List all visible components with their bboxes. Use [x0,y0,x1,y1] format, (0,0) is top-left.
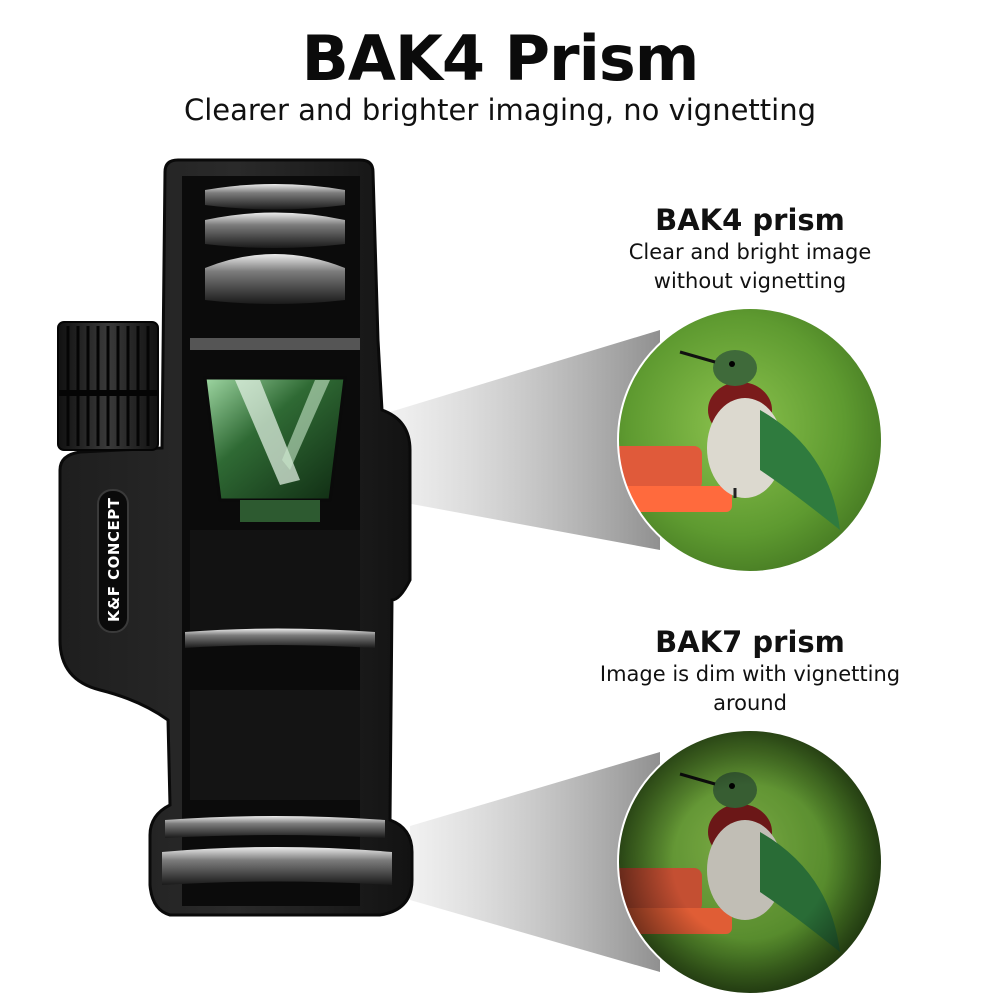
hummingbird-photo-dim [618,730,882,994]
page-title: BAK4 Prism [301,22,700,95]
hummingbird-photo-bright [618,308,882,572]
light-beam-bottom [410,752,660,972]
bak4-line2: without vignetting [653,269,847,293]
bak4-caption: BAK4 prism Clear and bright image withou… [580,202,920,296]
bak7-line2: around [713,691,787,715]
bak4-heading: BAK4 prism [655,203,845,237]
light-beam-top [390,330,660,550]
bak4-line1: Clear and bright image [628,240,872,264]
brand-badge [97,489,129,633]
bak7-heading: BAK7 prism [655,625,845,659]
bak7-line1: Image is dim with vignetting [599,662,901,686]
bak7-caption: BAK7 prism Image is dim with vignetting … [560,624,940,718]
brand-logo-text: K&F CONCEPT [105,497,123,622]
monocular-illustration: K&F CONCEPT [57,158,414,917]
page-subtitle: Clearer and brighter imaging, no vignett… [183,93,817,127]
